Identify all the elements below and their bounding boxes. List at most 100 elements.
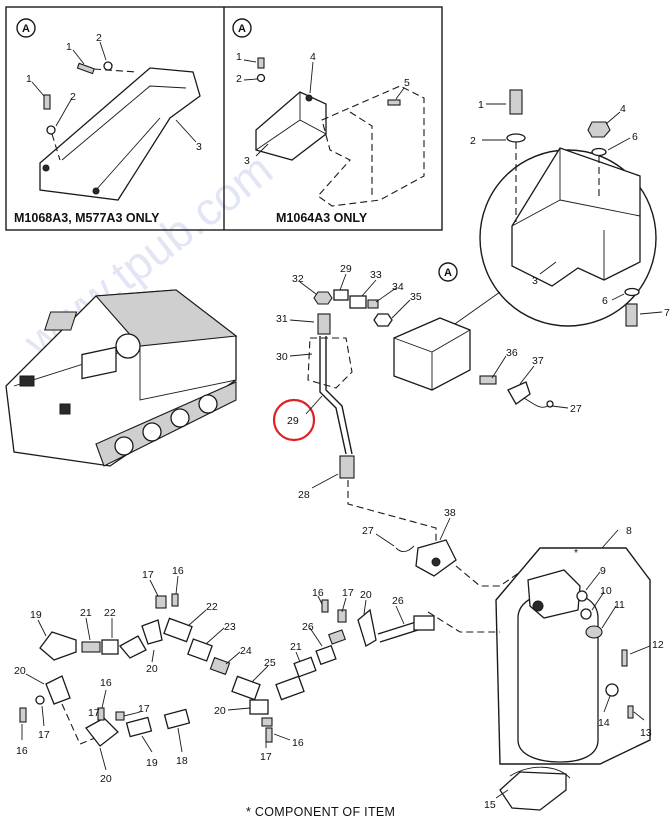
nut-26	[315, 644, 337, 666]
fitting-25b	[275, 675, 305, 701]
fitting-31	[317, 313, 331, 335]
callout-17: 17	[138, 703, 150, 715]
leader-left-1a	[72, 49, 85, 65]
nut-24	[209, 656, 231, 676]
leader-21b	[295, 651, 301, 663]
callout-29: 29	[340, 263, 352, 275]
leader-right-5	[395, 87, 405, 100]
leader-20	[151, 649, 155, 663]
callout-14: 14	[598, 717, 610, 729]
callout-20: 20	[146, 663, 158, 675]
leader-16e	[101, 689, 107, 709]
leader-32	[299, 281, 317, 295]
washer-6-bottom	[624, 287, 640, 297]
callout-1: 1	[236, 51, 242, 63]
dash-clamp-20d	[61, 703, 101, 745]
callout-16: 16	[16, 745, 28, 757]
leader-24	[225, 651, 241, 665]
clamp-20d	[45, 675, 71, 705]
heater-assembly: A 36 37 27	[393, 262, 582, 415]
callout-25: 25	[264, 657, 276, 669]
heater-cover-edges	[511, 148, 641, 280]
plate-hole-left-1	[42, 164, 50, 172]
tee-22	[163, 617, 193, 643]
leader-20c	[363, 599, 367, 615]
screw-7	[625, 303, 638, 327]
leader-12	[629, 645, 651, 655]
clamp-20e	[85, 717, 119, 747]
road-wheel-3	[170, 408, 190, 428]
fuel-path-26	[427, 611, 500, 633]
leader-31	[289, 319, 315, 323]
leader-37	[519, 365, 535, 385]
leader-left-2b	[55, 97, 73, 127]
leader-7	[639, 311, 663, 315]
union-21b	[293, 656, 317, 678]
leader-15	[495, 789, 509, 799]
fitting-25a	[231, 675, 261, 701]
lower-tubing-assembly: 19 21 22 20 17 16 22 23 24 25 20 17 16 2…	[14, 565, 435, 785]
leader-16c	[317, 595, 323, 605]
phantom-filter-30	[307, 337, 353, 389]
tube-26	[377, 621, 419, 643]
callout-5: 5	[404, 77, 410, 89]
callout-30: 30	[276, 351, 288, 363]
callout-13: 13	[640, 727, 652, 739]
callout-27: 27	[362, 525, 374, 537]
leader-26	[395, 605, 405, 625]
cap-11	[585, 625, 603, 639]
callout-22: 22	[104, 607, 116, 619]
screw-left-2	[43, 94, 51, 110]
leader-right-4	[309, 61, 314, 94]
leader-17d	[41, 705, 45, 727]
detail-a-letter-left: A	[22, 23, 30, 35]
leader-18	[177, 727, 183, 753]
leader-3	[539, 261, 557, 275]
callout-17: 17	[88, 707, 100, 719]
washer-17b	[261, 717, 273, 727]
washer-17c	[337, 609, 347, 623]
gauge-9	[576, 590, 588, 602]
fitting-26-end	[413, 615, 435, 631]
nut-35	[373, 313, 393, 327]
callout-20: 20	[100, 773, 112, 785]
callout-16: 16	[292, 737, 304, 749]
screw-16b	[265, 727, 273, 743]
leader-dash-left-2	[51, 133, 61, 161]
callout-16: 16	[172, 565, 184, 577]
fitting-28	[339, 455, 355, 479]
callout-36: 36	[506, 347, 518, 359]
leader-29	[305, 395, 323, 415]
plate-fold-lines-left	[61, 85, 187, 191]
bracket-edges-right	[255, 92, 327, 151]
washer-right-1	[256, 73, 266, 83]
leader-34	[375, 287, 397, 303]
washer-14	[605, 683, 619, 697]
callout-15: 15	[484, 799, 496, 811]
leader-right-2	[243, 78, 258, 81]
plate-hole-left-2	[92, 187, 100, 195]
fitting-19	[125, 716, 153, 738]
callout-6: 6	[632, 131, 638, 143]
heater-cover	[511, 147, 641, 287]
leader-11	[601, 605, 617, 629]
detail-a-letter-right: A	[238, 23, 246, 35]
screw-36	[479, 375, 497, 385]
callout-4: 4	[620, 103, 626, 115]
phantom-housing	[317, 85, 425, 207]
callout-6: 6	[602, 295, 608, 307]
detail-a-magnified-view: 1 2 4 6 6 7 3	[451, 89, 670, 327]
callout-2: 2	[236, 73, 242, 85]
washer-17	[155, 595, 167, 609]
nut-32	[313, 291, 333, 305]
callout-33: 33	[370, 269, 382, 281]
leader-20e	[99, 747, 107, 771]
leader-6-top	[607, 137, 631, 151]
callout-7: 7	[664, 307, 670, 319]
vehicle-roof	[94, 289, 238, 347]
leader-right-1	[243, 59, 257, 63]
callout-2: 2	[70, 91, 76, 103]
callout-21: 21	[290, 641, 302, 653]
cylinder-outline-8	[495, 547, 651, 765]
